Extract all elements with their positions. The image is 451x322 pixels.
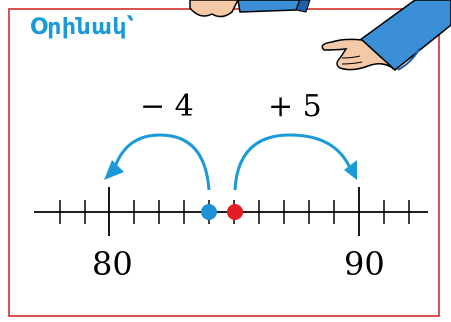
blue-point [201, 204, 217, 220]
right-jump-arrow [235, 135, 357, 190]
tick-label-90: 90 [344, 248, 385, 280]
left-jump-label: − 4 [140, 92, 194, 122]
right-jump-label: + 5 [268, 92, 322, 122]
left-jump-arrow [104, 135, 209, 190]
pointing-hand-icon [322, 0, 451, 70]
holding-hand-icon [190, 0, 310, 17]
red-point [227, 204, 243, 220]
example-title: Օրինակ՝ [30, 15, 134, 40]
tick-label-80: 80 [92, 248, 133, 280]
